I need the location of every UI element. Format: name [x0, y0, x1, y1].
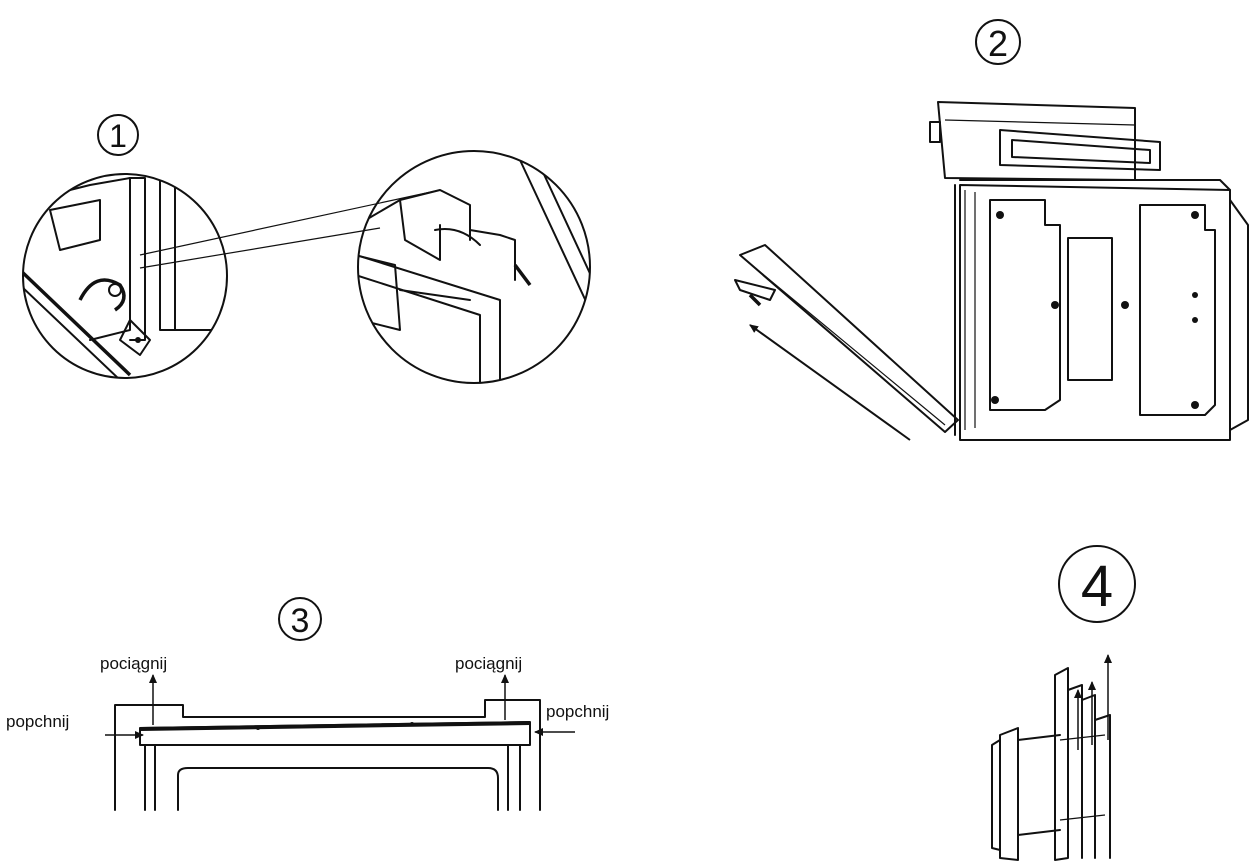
- step-2-number-badge: 2: [975, 19, 1021, 65]
- door-glass-panels: [991, 667, 1111, 861]
- detail-connector-line: [139, 227, 381, 269]
- oven-appliance: [734, 101, 1249, 441]
- pull-direction-arrow: [749, 324, 911, 441]
- hinge-detail-large-circle: [357, 150, 591, 384]
- step-4: 4: [991, 545, 1136, 861]
- step-4-number-badge: 4: [1058, 545, 1136, 623]
- step-2: 2: [734, 19, 1249, 441]
- step-3-number: 3: [291, 602, 310, 640]
- door-top-frame: [114, 699, 541, 811]
- step-1-number: 1: [109, 118, 127, 154]
- step-3: 3 pociągnij pociągnij popchnij popchnij: [6, 597, 609, 811]
- step-2-number: 2: [988, 23, 1008, 64]
- pull-label-right: pociągnij: [455, 654, 522, 673]
- push-label-right: popchnij: [546, 702, 609, 721]
- detail-connector-line: [139, 189, 441, 256]
- push-label-left: popchnij: [6, 712, 69, 731]
- step-3-number-badge: 3: [278, 597, 322, 641]
- step-1: 1: [22, 114, 591, 384]
- hinge-detail-small-circle: [22, 173, 228, 379]
- step-1-number-badge: 1: [97, 114, 139, 156]
- step-4-number: 4: [1081, 554, 1113, 619]
- pull-label-left: pociągnij: [100, 654, 167, 673]
